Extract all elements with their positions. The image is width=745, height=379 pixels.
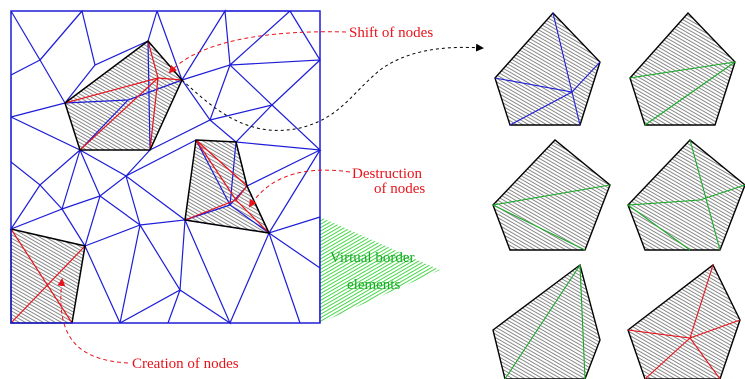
option-6 [627, 263, 741, 379]
option-5 [492, 263, 601, 379]
label-destruction-line1: Destruction [352, 166, 422, 182]
cavity-shift [65, 41, 182, 150]
option-4 [627, 139, 745, 251]
arrow-to-panels [181, 43, 484, 131]
option-3 [492, 139, 611, 251]
label-destruction-line2: of nodes [374, 181, 425, 197]
arrow-shift [168, 31, 347, 74]
label-virtual-line2: elements [347, 277, 400, 293]
label-virtual-line1: Virtual border [330, 250, 415, 266]
triangulation-options [492, 11, 745, 379]
domain-border [10, 10, 321, 324]
mesh-domain [9, 9, 322, 325]
arrow-creation [57, 278, 129, 364]
label-shift-nodes: Shift of nodes [349, 25, 433, 41]
red-edges [10, 40, 270, 324]
arrow-destruction [248, 169, 351, 208]
option-2 [629, 11, 736, 126]
option-1 [494, 11, 601, 126]
label-creation-nodes: Creation of nodes [132, 356, 239, 372]
virtual-border-element [320, 217, 440, 323]
cavity-creation [11, 229, 85, 323]
